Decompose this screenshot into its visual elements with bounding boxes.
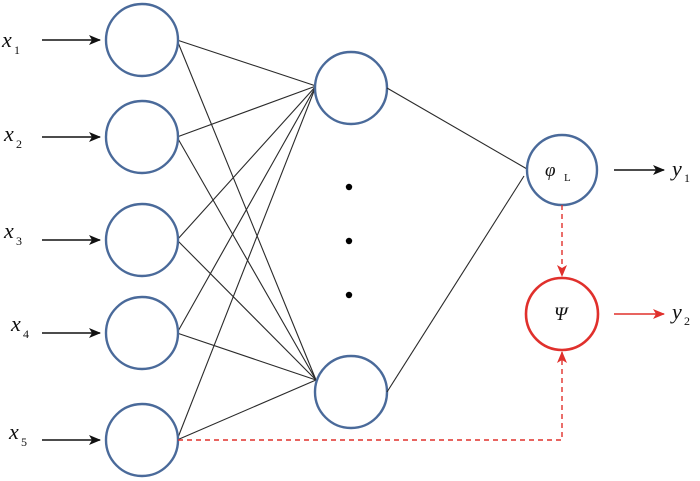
svg-text:x: x (1, 27, 12, 52)
svg-text:x: x (3, 121, 14, 146)
input-arrows (42, 35, 101, 445)
edge-hidden-top-to-output (386, 87, 528, 170)
edge-x3-to-hidden-bottom (176, 239, 317, 381)
output-node-phi (525, 133, 599, 207)
svg-text:2: 2 (684, 314, 690, 328)
svg-text:x: x (3, 218, 14, 243)
hidden-node-bottom (313, 354, 389, 430)
ellipsis-dot-1 (345, 183, 353, 191)
output-y1-label: y 1 (670, 156, 690, 185)
ellipsis-dot-3 (345, 291, 353, 299)
input-layer (104, 2, 180, 478)
svg-text:y: y (670, 299, 682, 324)
edge-x4-to-hidden-top (176, 85, 317, 334)
edge-x5-to-hidden-top (176, 85, 317, 441)
svg-text:4: 4 (23, 327, 29, 341)
ellipsis-dot-2 (345, 237, 353, 245)
phi-subscript: L (564, 172, 571, 184)
dashed-x5-to-psi (178, 351, 567, 441)
svg-text:x: x (8, 419, 19, 444)
output-y2-label: y 2 (670, 299, 690, 328)
psi-node (524, 276, 600, 352)
edge-hidden-bottom-to-output (386, 175, 525, 393)
svg-text:1: 1 (684, 171, 690, 185)
edge-x5-to-hidden-bottom (176, 379, 317, 441)
psi-symbol: Ψ (554, 304, 569, 325)
input-node-2 (104, 99, 180, 175)
input-node-1 (104, 2, 180, 78)
input-node-3 (104, 202, 180, 278)
svg-text:y: y (670, 156, 682, 181)
svg-text:3: 3 (16, 234, 22, 248)
edge-x3-to-hidden-top (176, 85, 317, 241)
hidden-layer (313, 50, 389, 430)
edge-x2-to-hidden-bottom (176, 136, 317, 381)
svg-text:5: 5 (21, 435, 27, 449)
phi-symbol: φ (545, 160, 556, 181)
svg-text:2: 2 (16, 137, 22, 151)
svg-text:1: 1 (14, 43, 20, 57)
hidden-node-top (313, 50, 389, 126)
svg-text:x: x (10, 311, 21, 336)
edge-x1-to-hidden-top (176, 39, 317, 87)
connection-lines (176, 39, 317, 441)
edge-x2-to-hidden-top (176, 85, 317, 138)
edge-x4-to-hidden-bottom (176, 332, 317, 381)
input-node-4 (104, 295, 180, 371)
input-node-5 (104, 402, 180, 478)
